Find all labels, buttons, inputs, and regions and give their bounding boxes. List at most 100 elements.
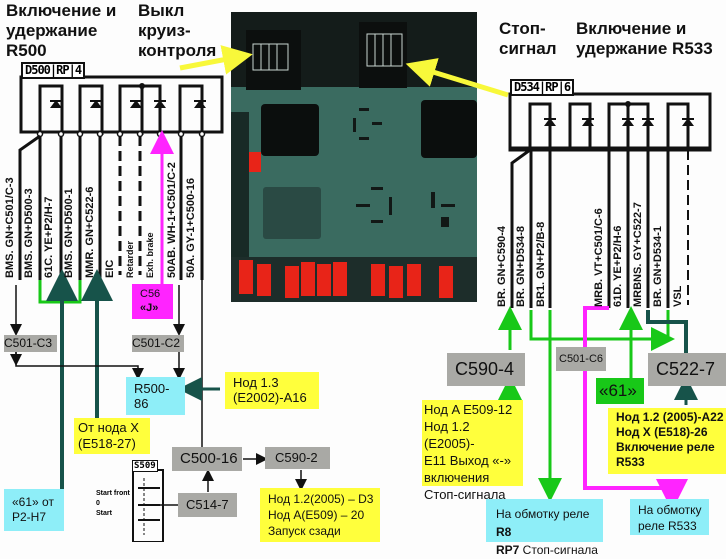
connector-c56-pin: «J» — [140, 302, 159, 314]
note-from-node-x-line2: (E518-27) — [78, 436, 136, 451]
note-coil-r533: На обмотку реле R533 — [630, 499, 709, 535]
connector-c501-c2[interactable]: C501-C2 — [132, 335, 184, 352]
note-61-from-p2-line1: «61» от — [12, 495, 54, 509]
wire-label-left: BMS. GN+D500-1 — [63, 188, 75, 278]
note-stop-output-line1: Нод A E509-12 — [424, 402, 513, 417]
pins-left — [36, 130, 206, 138]
note-from-node-x: От нода Х (E518-27) — [74, 418, 150, 454]
wire-label-right: BR. GN+D534-1 — [652, 225, 664, 307]
wire-label-right: MRB. VT+C501/C-6 — [593, 208, 605, 307]
connector-c56[interactable]: C56 «J» — [132, 284, 173, 319]
title-left-relay: Включение и удержание R500 — [6, 1, 117, 60]
note-start-rear-line1: Нод 1.2(2005) – D3 — [268, 492, 374, 506]
module-d500-name: D500 — [25, 63, 51, 77]
diodes-right — [544, 118, 694, 126]
wiring-diagram — [10, 45, 712, 542]
wire-label-right: BR. GN+C590-4 — [496, 225, 508, 307]
note-61-from-p2-line2: P2-H7 — [12, 510, 47, 524]
pointer-arrow-left — [179, 45, 253, 75]
switch-s509 — [132, 469, 164, 542]
note-stop-output: Нод A E509-12 Нод 1.2 (E2005)- E11 Выход… — [422, 400, 523, 502]
note-coil-r8-text2: Стоп-сигнала — [519, 543, 598, 557]
switch-label-start-front: Start front — [96, 490, 130, 497]
terminal-61[interactable]: «61» — [596, 378, 644, 404]
relay-r500-label: R500- — [134, 381, 170, 396]
wires-left — [18, 134, 204, 280]
wire-dark-c522 — [646, 310, 688, 355]
note-coil-r8-line2: RP7 Стоп-сигнала — [496, 541, 603, 559]
connector-c501-c6[interactable]: C501-C6 — [556, 347, 606, 371]
note-r533-on-line4: R533 — [616, 455, 645, 469]
connector-c522-7[interactable]: C522-7 — [648, 353, 726, 386]
wire-label-right: BR. GN+D534-8 — [515, 225, 527, 307]
module-d534-body — [508, 92, 712, 152]
title-right-relay: Включение и удержание R533 — [576, 19, 713, 58]
connector-c590-4[interactable]: C590-4 — [447, 353, 525, 386]
wire-label-right: 61D. YE+P2/H-6 — [612, 225, 624, 307]
wire-label-right: MRBNS. GY+C522-7 — [632, 202, 644, 307]
note-coil-r8: На обмотку реле R8 RP7 Стоп-сигнала — [486, 499, 603, 557]
module-d500-num: 4 — [74, 63, 82, 77]
note-stop-output-line5: Стоп-сигнала — [424, 487, 506, 502]
module-d500-rp: RP — [56, 63, 69, 77]
wire-label-left: Exh. brake — [145, 232, 155, 278]
module-d500-header: D500|RP|4 — [21, 62, 86, 79]
wire-magenta-r533 — [583, 306, 688, 511]
connector-c514-7[interactable]: C514-7 — [178, 493, 237, 517]
note-61-from-p2: «61» от P2-H7 — [4, 489, 64, 531]
connector-c56-label: C56 — [140, 288, 161, 300]
fuse-row — [239, 260, 453, 298]
note-coil-r8-text1: На обмотку реле — [496, 507, 590, 521]
note-node-1-3-line1: Нод 1.3 — [233, 375, 279, 390]
wires-left-dashed — [118, 136, 142, 275]
note-r533-on-line1: Нод 1.2 (2005)-A22 — [616, 410, 724, 424]
switch-label-start: Start — [96, 510, 112, 517]
note-r533-on: Нод 1.2 (2005)-A22 Нод X (E518)-26 Включ… — [608, 408, 726, 474]
note-coil-r533-line1: На обмотку — [638, 503, 702, 517]
note-from-node-x-line1: От нода Х — [78, 420, 139, 435]
module-d534-rp: RP — [545, 80, 558, 94]
connector-c590-2[interactable]: C590-2 — [265, 447, 330, 469]
switch-s509-labels: Start front 0 Start — [96, 489, 130, 519]
wire-label-left: 50AB. WH-1+C501/C-2 — [166, 162, 178, 278]
pointer-arrow-right — [405, 58, 509, 98]
note-coil-r8-line1: На обмотку реле R8 — [496, 505, 603, 541]
wire-label-right: VSL — [672, 285, 684, 307]
connector-c501-c3[interactable]: C501-C3 — [4, 335, 57, 352]
relay-r500-pin: 86 — [134, 396, 149, 411]
wire-label-left: BMS. GN+D500-3 — [23, 188, 35, 278]
note-start-rear-line3: Запуск сзади — [268, 524, 341, 538]
wire-label-left: MMR. GN+C522-6 — [84, 186, 96, 278]
wire-label-left: Retarder — [125, 240, 135, 278]
module-d534-header: D534|RP|6 — [510, 79, 575, 96]
note-coil-r533-line2: реле R533 — [638, 519, 697, 533]
title-stop-signal: Стоп- сигнал — [499, 19, 557, 58]
note-coil-r8-rp: RP7 — [496, 543, 520, 557]
note-stop-output-line3: E11 Выход «-» — [424, 453, 512, 468]
note-start-rear: Нод 1.2(2005) – D3 Нод A(E509) – 20 Запу… — [260, 488, 380, 542]
module-d534-num: 6 — [563, 80, 571, 94]
wire-label-left: BMS. GN+C501/C-3 — [4, 177, 16, 278]
switch-s509-name: S509 — [132, 460, 158, 472]
wire-label-left: 61C. YE+P2/H-7 — [43, 196, 55, 278]
wire-green-br-loop — [529, 310, 675, 351]
note-node-1-3: Нод 1.3 (E2002)-A16 — [225, 372, 319, 409]
note-start-rear-line2: Нод A(E509) – 20 — [268, 508, 365, 522]
module-d500-body — [19, 75, 224, 135]
wire-label-left: EIC — [104, 259, 116, 278]
note-r533-on-line2: Нод X (E518)-26 — [616, 425, 708, 439]
title-cruise-off: Выкл круиз- контроля — [138, 1, 217, 60]
note-coil-r8-relay: R8 — [496, 525, 512, 539]
connector-c500-16[interactable]: C500-16 — [172, 447, 242, 471]
note-r533-on-line3: Включение реле — [616, 440, 715, 454]
wire-label-right: BR1. GN+P2/B-8 — [535, 221, 547, 307]
diodes-left — [50, 100, 206, 108]
note-node-1-3-line2: (E2002)-A16 — [233, 390, 307, 405]
note-stop-output-line2: Нод 1.2 (E2005)- — [424, 419, 475, 451]
relay-r500-86[interactable]: R500- 86 — [126, 377, 185, 415]
relay-socket-left — [246, 30, 301, 90]
note-stop-output-line4: включения — [424, 470, 490, 485]
wires-right — [510, 148, 670, 308]
wire-label-left: 50A. GY-1+C500-16 — [185, 178, 197, 278]
switch-label-zero: 0 — [96, 500, 100, 507]
